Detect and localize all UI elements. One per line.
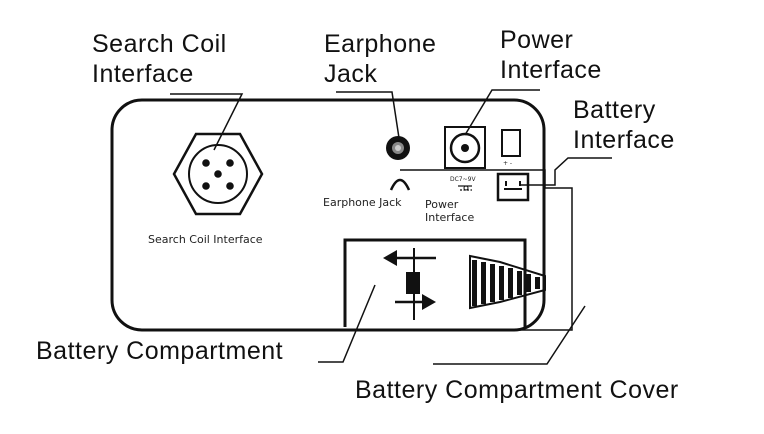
callout-battery-compartment: Battery Compartment	[36, 337, 283, 365]
callout-search-coil-line2: Interface	[92, 60, 194, 88]
callout-battery-cover: Battery Compartment Cover	[355, 376, 679, 404]
battery-socket	[496, 129, 530, 202]
leader-battery-cover	[433, 305, 586, 365]
panel-label-dc-rating: DC7~9V	[450, 176, 476, 183]
slide-direction-icon	[383, 248, 436, 320]
headphone-icon	[389, 178, 411, 191]
battery-cover-outline	[400, 169, 573, 331]
leader-power	[464, 89, 540, 136]
leader-lines	[170, 89, 612, 365]
callout-battery-interface-line2: Interface	[573, 126, 675, 154]
leader-search-coil	[170, 93, 244, 151]
dc-polarity-icon	[458, 185, 472, 191]
callout-earphone-line1: Earphone	[324, 30, 436, 58]
leader-battery-compartment	[318, 284, 376, 363]
panel-label-power-line1: Power	[425, 198, 459, 211]
panel-label-search-coil: Search Coil Interface	[148, 233, 263, 246]
callout-search-coil-line1: Search Coil	[92, 30, 227, 58]
device-panel	[110, 98, 546, 332]
battery-compartment-outline	[343, 238, 527, 327]
panel-label-power-line2: Interface	[425, 211, 474, 224]
callout-power-line2: Interface	[500, 56, 602, 84]
callout-power-line1: Power	[500, 26, 573, 54]
leader-battery-interface	[520, 157, 612, 186]
search-coil-connector	[172, 132, 264, 216]
callout-earphone-line2: Jack	[324, 60, 377, 88]
callout-battery-interface-line1: Battery	[573, 96, 656, 124]
power-socket	[444, 126, 486, 169]
earphone-jack	[386, 136, 410, 160]
panel-label-earphone: Earphone Jack	[323, 196, 402, 209]
panel-label-polarity: + -	[503, 160, 512, 167]
leader-earphone	[336, 91, 400, 139]
cover-grip	[469, 254, 546, 310]
